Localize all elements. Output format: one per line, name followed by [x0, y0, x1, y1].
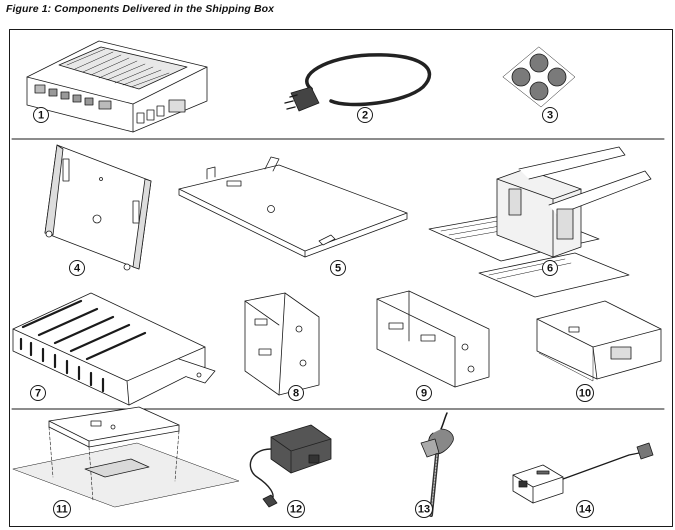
item-number: 9	[421, 388, 427, 400]
rubber-feet	[502, 46, 576, 108]
item-number: 6	[547, 263, 553, 275]
figure-title: Figure 1: Components Delivered in the Sh…	[6, 3, 275, 15]
item-number: 12	[290, 504, 302, 516]
item-badge: 6	[542, 260, 558, 276]
power-cord	[284, 53, 432, 112]
item-number: 5	[335, 263, 341, 275]
rail-adapter	[428, 146, 652, 298]
item-number: 11	[56, 504, 68, 516]
item-badge: 2	[357, 107, 373, 123]
figure-border	[9, 29, 673, 527]
components-figure: 1 2 3 4 5 6 7 8 9 10 11 12 13 14	[9, 29, 673, 527]
cable-tie	[420, 412, 454, 517]
wall-bracket	[44, 144, 152, 271]
item-number: 14	[579, 504, 592, 516]
item-badge: 14	[576, 500, 594, 518]
item-number: 3	[547, 110, 553, 122]
router-unit	[26, 40, 208, 133]
power-adapter	[249, 424, 332, 508]
item-number: 10	[579, 388, 591, 400]
item-badge: 3	[542, 107, 558, 123]
item-number: 13	[418, 504, 430, 516]
enclosure-shelf	[536, 300, 662, 382]
item-badge: 8	[288, 385, 304, 401]
item-badge: 9	[416, 385, 432, 401]
item-number: 8	[293, 388, 299, 400]
item-number: 7	[35, 388, 41, 400]
item-number: 1	[38, 110, 44, 122]
mounting-tray	[178, 156, 408, 258]
item-number: 4	[74, 263, 81, 275]
side-bracket-long	[376, 290, 490, 388]
side-bracket-small	[244, 292, 320, 396]
item-badge: 11	[53, 500, 71, 518]
item-badge: 13	[415, 500, 433, 518]
item-badge: 12	[287, 500, 305, 518]
cable-guard	[12, 292, 216, 406]
item-badge: 5	[330, 260, 346, 276]
item-badge: 7	[30, 385, 46, 401]
item-badge: 10	[576, 384, 594, 402]
item-number: 2	[362, 110, 368, 122]
item-badge: 4	[69, 260, 85, 276]
item-badge: 1	[33, 107, 49, 123]
sfp-module	[512, 442, 654, 504]
floor-mount-plate	[12, 406, 240, 508]
